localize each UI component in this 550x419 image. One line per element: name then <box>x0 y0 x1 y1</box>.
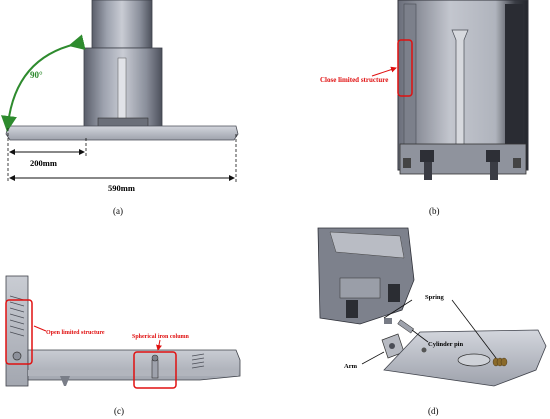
side-rail <box>403 3 417 155</box>
arm-bolt <box>60 376 70 386</box>
panel-d: Spring Cylinder pin Arm (d) <box>317 227 547 416</box>
cylinder-pin-leader <box>411 329 429 343</box>
assembly-ring <box>329 231 405 259</box>
pivot-pin <box>12 351 22 361</box>
close-limited-arrow <box>371 66 397 77</box>
corner-block-left <box>403 158 411 168</box>
dim-long-label: 590mm <box>108 183 135 193</box>
assembly-bolt-right <box>388 284 400 302</box>
iron-column <box>151 359 159 379</box>
spring-leader-1 <box>383 299 413 319</box>
panel-b: Close limited structure (b) <box>320 0 529 216</box>
spring-coil-right <box>191 353 205 369</box>
corner-block-right <box>513 158 521 168</box>
spring-leader-2 <box>451 299 497 359</box>
spring-coil-d <box>492 357 508 367</box>
iron-ball <box>151 354 159 362</box>
spherical-column-highlight <box>133 351 177 389</box>
vertical-column <box>5 275 29 387</box>
spherical-column-label: Spherical iron column <box>132 334 190 340</box>
bolt-left <box>420 150 434 180</box>
panel-c-label: (c) <box>114 406 124 416</box>
cylinder-pin-label: Cylinder pin <box>428 341 463 348</box>
spring-label: Spring <box>425 294 445 301</box>
assembly-bracket <box>339 277 381 299</box>
open-limited-highlight <box>5 299 33 365</box>
plate-screw <box>421 347 427 353</box>
arm-hole <box>389 343 395 349</box>
panel-c: Open limited structure Spherical iron co… <box>5 275 241 416</box>
base-block <box>399 143 527 175</box>
close-limited-highlight <box>397 39 413 97</box>
spherical-column-arrow <box>156 339 162 351</box>
cylinder-pin <box>397 319 415 334</box>
arm-label: Arm <box>344 363 358 370</box>
housing-slot <box>117 57 127 121</box>
assembly-bolt-left <box>346 300 358 318</box>
arm-leader <box>361 351 385 365</box>
panel-b-label: (b) <box>429 206 440 216</box>
dim-short-label: 200mm <box>30 158 57 168</box>
close-limited-label: Close limited structure <box>320 76 388 84</box>
angle-label: 90° <box>30 70 43 80</box>
small-pin <box>384 318 392 324</box>
panel-d-label: (d) <box>428 406 439 416</box>
bolt-right <box>486 150 500 180</box>
cylinder-upper <box>91 0 153 49</box>
plate-disc <box>457 353 491 367</box>
dark-edge <box>505 4 523 154</box>
arm-lower-strip <box>28 370 238 376</box>
rotation-arrow <box>1 34 86 132</box>
panel-a-label: (a) <box>113 206 123 216</box>
panel-a: 90° 200mm 590mm (a) <box>1 0 239 216</box>
open-limited-leader <box>33 325 47 332</box>
horizontal-plate <box>5 125 239 141</box>
open-limited-label: Open limited structure <box>46 330 105 336</box>
